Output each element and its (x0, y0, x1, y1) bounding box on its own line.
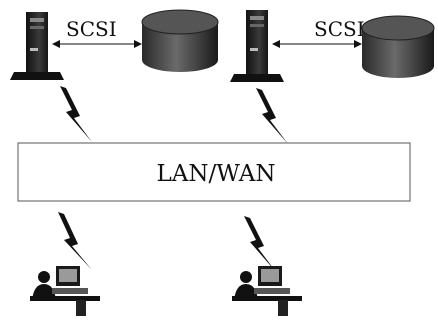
lightning-bolt-icon (244, 216, 276, 272)
lightning-bolt-icon (58, 212, 92, 270)
disk-storage-icon (361, 15, 435, 78)
disk-left (141, 9, 219, 72)
server-tower-icon (230, 10, 284, 82)
user-workstation-icon (232, 266, 302, 316)
scsi-label-left: SCSI (66, 17, 117, 41)
server-tower-icon (10, 12, 64, 80)
client-left (30, 266, 100, 316)
scsi-label-right: SCSI (314, 17, 365, 41)
user-workstation-icon (30, 266, 100, 316)
link-bolt-server-right (256, 88, 288, 144)
lightning-bolt-icon (60, 86, 92, 142)
server-right (230, 10, 284, 82)
lan-wan-network: LAN/WAN (17, 142, 411, 202)
disk-right (361, 15, 435, 78)
scsi-link-right: SCSI (272, 17, 365, 48)
scsi-link-left: SCSI (52, 17, 142, 48)
client-right (232, 266, 302, 316)
disk-storage-icon (141, 9, 219, 72)
lightning-bolt-icon (256, 88, 288, 144)
network-label: LAN/WAN (157, 161, 276, 187)
link-bolt-server-left (60, 86, 92, 142)
server-left (10, 12, 64, 80)
link-bolt-client-right (244, 216, 276, 272)
link-bolt-client-left (58, 212, 92, 270)
